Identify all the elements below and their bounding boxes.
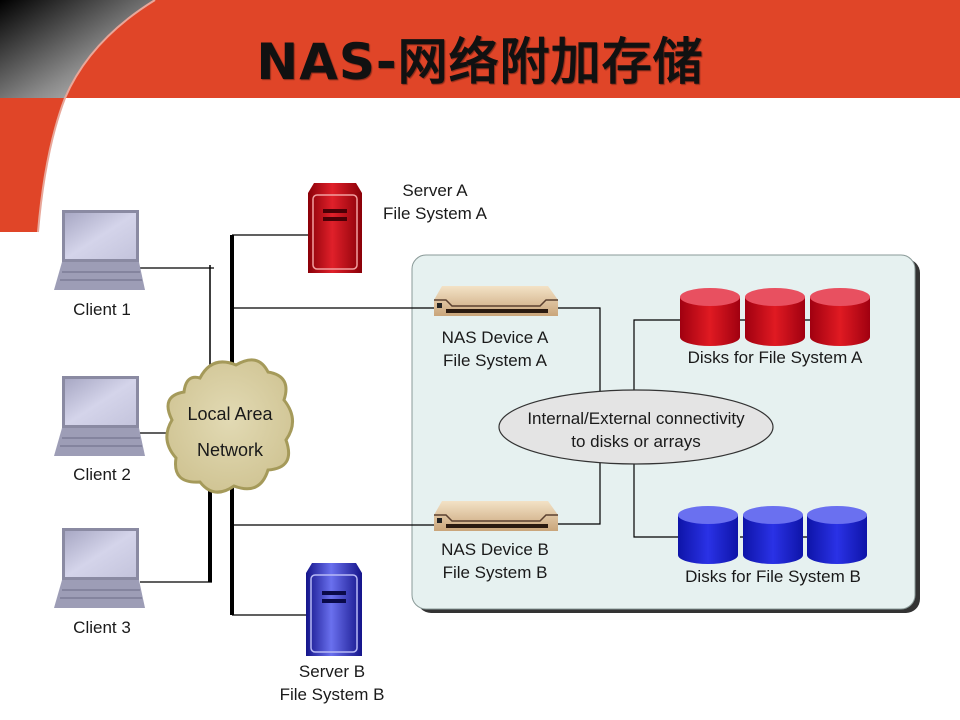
nas-a-label: NAS Device A File System A — [430, 326, 560, 372]
nas-device-a-icon — [434, 286, 558, 316]
nas-device-b-icon — [434, 501, 558, 531]
client-3-laptop-icon — [54, 528, 145, 608]
nas-b-label: NAS Device B File System B — [430, 538, 560, 584]
lan-label-line2: Network — [196, 440, 263, 460]
server-b-label-line1: Server B — [298, 662, 366, 681]
server-b-label-line2: File System B — [279, 685, 385, 704]
connectivity-label-line1: Internal/External connectivity — [527, 409, 745, 428]
connectivity-ellipse — [498, 389, 774, 465]
client-1-label: Client 1 — [73, 300, 131, 319]
client-2-label: Client 2 — [73, 465, 131, 484]
slide-title: NAS-网络附加存储 — [256, 33, 704, 91]
disks-a-icon — [680, 288, 870, 346]
nas-a-label-line1: NAS Device A — [441, 328, 549, 347]
client-2-laptop-icon — [54, 376, 145, 456]
lan-cloud-icon — [165, 358, 294, 494]
lan-label-line1: Local Area — [187, 404, 273, 424]
client-3-label: Client 3 — [73, 618, 131, 637]
nas-b-label-line2: File System B — [442, 563, 548, 582]
connectivity-label: Internal/External connectivity to disks … — [506, 407, 766, 453]
lan-label: Local Area Network — [170, 396, 290, 468]
client-1-laptop-icon — [54, 210, 145, 290]
server-a-label-line1: Server A — [402, 181, 468, 200]
server-a-label-line2: File System A — [383, 204, 487, 223]
disks-a-label: Disks for File System A — [687, 348, 863, 367]
server-a-label: Server A File System A — [370, 179, 500, 225]
nas-a-label-line2: File System A — [443, 351, 547, 370]
connectivity-label-line2: to disks or arrays — [571, 432, 701, 451]
server-b-label: Server B File System B — [267, 660, 397, 706]
header-banner — [0, 0, 960, 233]
server-b-icon — [306, 563, 362, 656]
server-a-icon — [308, 183, 362, 273]
nas-b-label-line1: NAS Device B — [441, 540, 549, 559]
disks-b-label: Disks for File System B — [685, 567, 861, 586]
disks-b-icon — [678, 506, 867, 564]
